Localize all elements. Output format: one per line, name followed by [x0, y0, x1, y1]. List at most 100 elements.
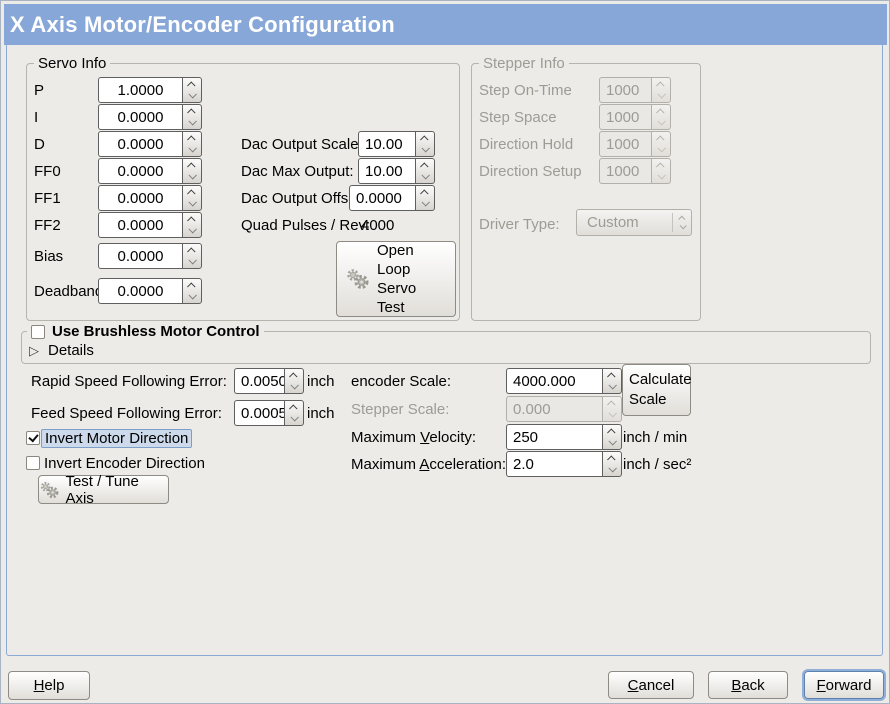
combo-separator [672, 213, 673, 232]
dac-output-offset-spinbox[interactable]: 0.0000 [349, 185, 435, 211]
expander-triangle-icon[interactable]: ▷ [29, 342, 39, 358]
spin-down-icon [657, 117, 666, 126]
spin-down-icon[interactable] [188, 291, 197, 300]
spin-up-icon[interactable] [187, 162, 196, 171]
spin-buttons [602, 396, 622, 422]
spin-down-icon[interactable] [290, 413, 299, 422]
spin-up-icon[interactable] [187, 247, 196, 256]
spin-buttons[interactable] [602, 368, 622, 394]
spin-down-icon[interactable] [290, 381, 299, 390]
spin-down-icon[interactable] [188, 256, 197, 265]
spin-up-icon[interactable] [187, 135, 196, 144]
back-button[interactable]: Back [708, 671, 788, 699]
dac-max-output-spinbox[interactable]: 10.00 [358, 158, 435, 184]
servo-ff0-value[interactable]: 0.0000 [98, 158, 182, 184]
cancel-button[interactable]: Cancel [608, 671, 694, 699]
back-button-label: Back [731, 676, 765, 694]
dac-max-output-value[interactable]: 10.00 [358, 158, 415, 184]
spin-buttons[interactable] [182, 131, 202, 157]
encoder-scale-value[interactable]: 4000.000 [506, 368, 602, 394]
spin-buttons[interactable] [182, 212, 202, 238]
dac-output-offset-value[interactable]: 0.0000 [349, 185, 415, 211]
spin-up-icon[interactable] [607, 428, 616, 437]
servo-deadband-spinbox[interactable]: 0.0000 [98, 278, 202, 304]
invert-encoder-direction-label[interactable]: Invert Encoder Direction [44, 455, 205, 472]
open-loop-button-label: Open Loop Servo Test [377, 242, 417, 316]
servo-d-spinbox[interactable]: 0.0000 [98, 131, 202, 157]
spin-down-icon[interactable] [608, 381, 617, 390]
invert-motor-direction-checkbox[interactable] [26, 431, 40, 445]
spin-down-icon[interactable] [188, 144, 197, 153]
spin-buttons[interactable] [284, 368, 304, 394]
spin-buttons[interactable] [284, 400, 304, 426]
spin-buttons[interactable] [182, 278, 202, 304]
servo-d-value[interactable]: 0.0000 [98, 131, 182, 157]
servo-ff2-value[interactable]: 0.0000 [98, 212, 182, 238]
spin-up-icon[interactable] [289, 372, 298, 381]
servo-p-spinbox[interactable]: 1.0000 [98, 77, 202, 103]
servo-ff1-spinbox[interactable]: 0.0000 [98, 185, 202, 211]
spin-down-icon[interactable] [421, 171, 430, 180]
maximum-velocity-value[interactable]: 250 [506, 424, 602, 450]
spin-buttons[interactable] [182, 158, 202, 184]
spin-up-icon[interactable] [607, 455, 616, 464]
spin-up-icon[interactable] [420, 189, 429, 198]
servo-deadband-value[interactable]: 0.0000 [98, 278, 182, 304]
calculate-scale-button[interactable]: Calculate Scale [622, 364, 692, 416]
maximum-acceleration-spinbox[interactable]: 2.0 [506, 451, 622, 477]
spin-buttons[interactable] [415, 131, 435, 157]
spin-down-icon[interactable] [188, 90, 197, 99]
maximum-velocity-spinbox[interactable]: 250 [506, 424, 622, 450]
spin-buttons[interactable] [182, 185, 202, 211]
help-button[interactable]: Help [8, 671, 90, 700]
spin-down-icon[interactable] [188, 225, 197, 234]
spin-down-icon[interactable] [608, 437, 617, 446]
spin-up-icon [656, 108, 665, 117]
spin-buttons[interactable] [182, 104, 202, 130]
spin-down-icon[interactable] [421, 144, 430, 153]
forward-button[interactable]: Forward [804, 671, 884, 699]
test-tune-axis-button[interactable]: Test / Tune Axis [38, 473, 169, 507]
spin-down-icon[interactable] [608, 464, 617, 473]
servo-p-value[interactable]: 1.0000 [98, 77, 182, 103]
invert-motor-direction-label[interactable]: Invert Motor Direction [41, 429, 193, 448]
spin-down-icon[interactable] [188, 117, 197, 126]
spin-up-icon[interactable] [187, 282, 196, 291]
spin-up-icon[interactable] [187, 216, 196, 225]
servo-i-spinbox[interactable]: 0.0000 [98, 104, 202, 130]
servo-bias-spinbox[interactable]: 0.0000 [98, 243, 202, 269]
maximum-acceleration-value[interactable]: 2.0 [506, 451, 602, 477]
dac-output-scale-spinbox[interactable]: 10.00 [358, 131, 435, 157]
spin-down-icon[interactable] [188, 171, 197, 180]
spin-buttons[interactable] [602, 424, 622, 450]
spin-buttons[interactable] [415, 185, 435, 211]
spin-down-icon[interactable] [188, 198, 197, 207]
spin-down-icon[interactable] [421, 198, 430, 207]
spin-up-icon[interactable] [420, 135, 429, 144]
invert-encoder-direction-checkbox[interactable] [26, 456, 40, 470]
spin-up-icon[interactable] [289, 404, 298, 413]
spin-buttons[interactable] [182, 243, 202, 269]
spin-up-icon[interactable] [187, 108, 196, 117]
spin-up-icon[interactable] [420, 162, 429, 171]
spin-up-icon[interactable] [187, 189, 196, 198]
encoder-scale-spinbox[interactable]: 4000.000 [506, 368, 622, 394]
spin-buttons[interactable] [602, 451, 622, 477]
feed-following-error-spinbox[interactable]: 0.0005 [234, 400, 304, 426]
rapid-following-error-value[interactable]: 0.0050 [234, 368, 284, 394]
servo-bias-value[interactable]: 0.0000 [98, 243, 182, 269]
rapid-following-error-spinbox[interactable]: 0.0050 [234, 368, 304, 394]
open-loop-servo-test-button[interactable]: Open Loop Servo Test [336, 241, 456, 317]
spin-buttons[interactable] [182, 77, 202, 103]
servo-ff0-spinbox[interactable]: 0.0000 [98, 158, 202, 184]
dac-output-scale-value[interactable]: 10.00 [358, 131, 415, 157]
feed-following-error-value[interactable]: 0.0005 [234, 400, 284, 426]
details-expander[interactable]: ▷ Details [29, 342, 94, 359]
spin-up-icon[interactable] [187, 81, 196, 90]
servo-i-value[interactable]: 0.0000 [98, 104, 182, 130]
spin-buttons[interactable] [415, 158, 435, 184]
spin-up-icon[interactable] [607, 372, 616, 381]
servo-ff2-spinbox[interactable]: 0.0000 [98, 212, 202, 238]
use-brushless-checkbox[interactable] [31, 324, 45, 339]
servo-ff1-value[interactable]: 0.0000 [98, 185, 182, 211]
